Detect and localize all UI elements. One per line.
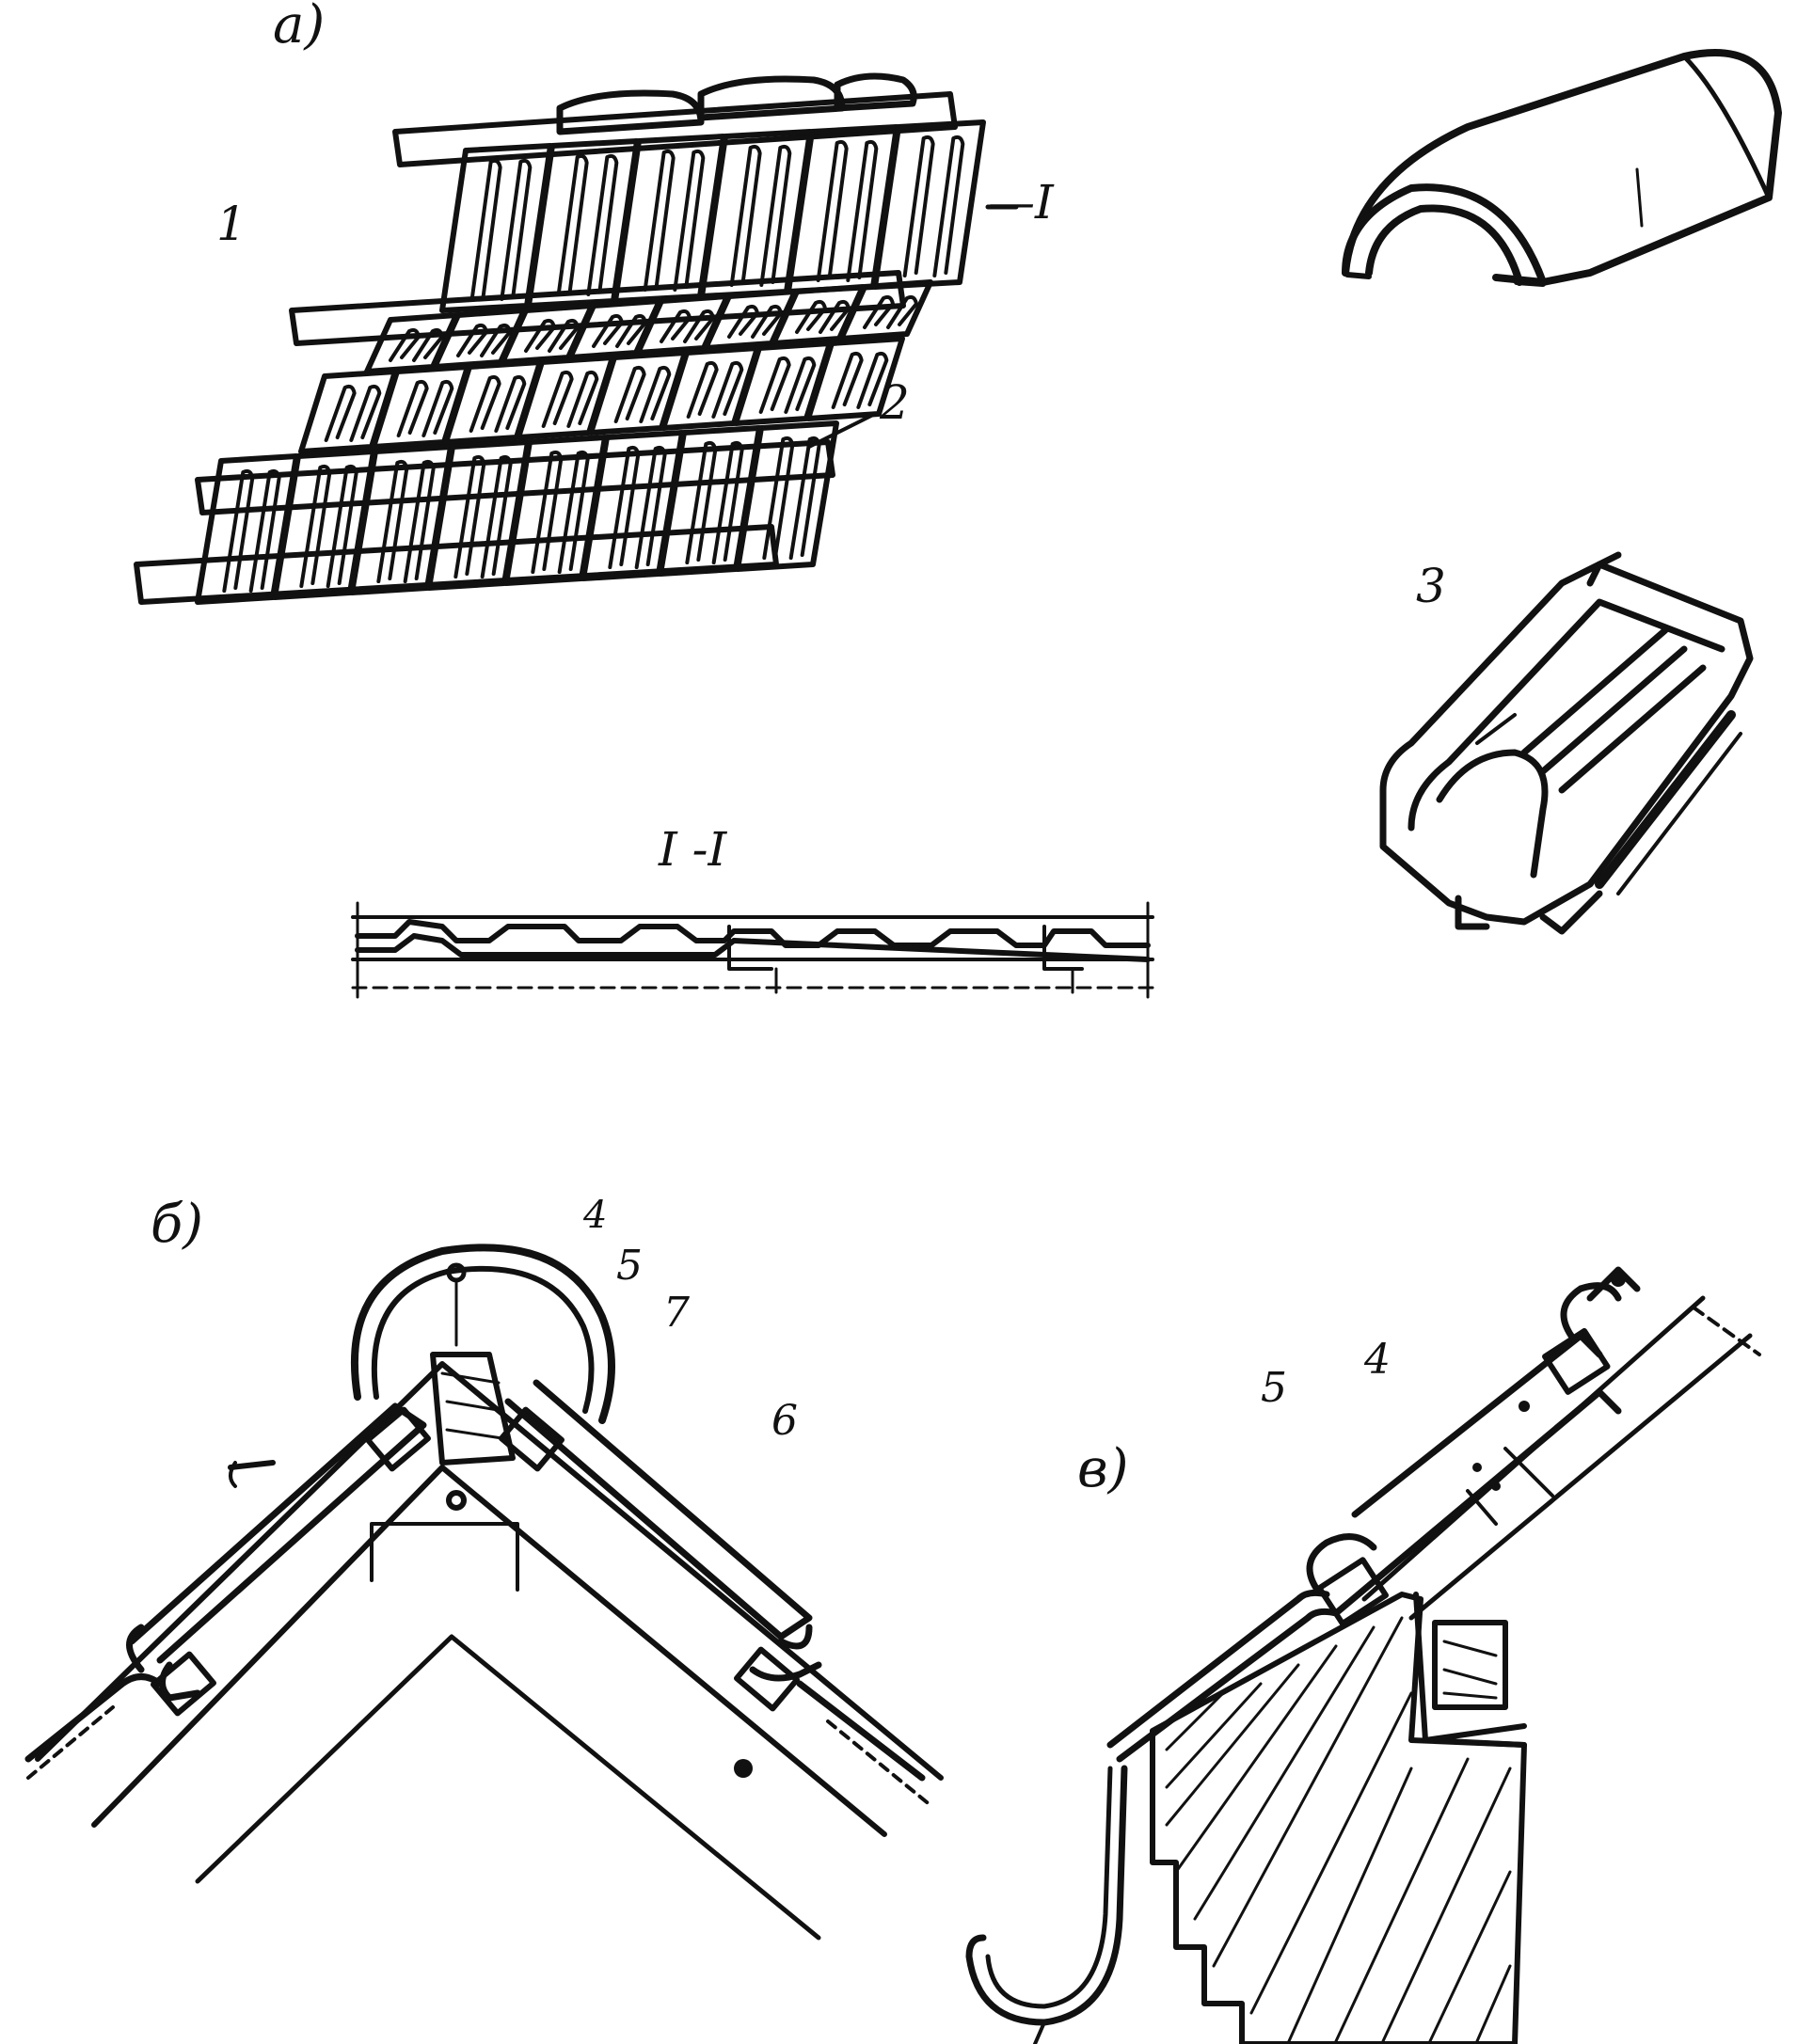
tile-groove bbox=[856, 351, 889, 409]
tile-groove bbox=[831, 351, 864, 409]
tile-groove bbox=[376, 459, 409, 583]
tile-groove bbox=[480, 454, 513, 578]
callout-2: 2 bbox=[879, 375, 910, 430]
tile-groove bbox=[556, 153, 589, 296]
tile-groove bbox=[643, 149, 676, 292]
tile-groove bbox=[615, 313, 647, 348]
callout-b-6: 6 bbox=[771, 1397, 798, 1445]
ridge-tile-detail bbox=[1342, 49, 1782, 287]
tile-groove bbox=[902, 135, 935, 277]
tile-groove bbox=[673, 149, 706, 292]
tile-groove bbox=[759, 144, 792, 287]
tile-groove bbox=[453, 454, 486, 578]
tile-groove bbox=[396, 379, 429, 437]
tile-groove bbox=[784, 356, 817, 414]
top-ridge-tiles bbox=[556, 72, 917, 135]
tile-groove bbox=[613, 365, 646, 423]
tile-groove bbox=[863, 294, 895, 329]
roof-tile bbox=[805, 336, 905, 421]
interlocking-tile-3 bbox=[1379, 551, 1754, 935]
tile-groove bbox=[389, 327, 421, 362]
section-label: I -I bbox=[658, 822, 728, 877]
tile-groove bbox=[711, 440, 744, 564]
tile-groove bbox=[403, 459, 436, 583]
tile-groove bbox=[222, 468, 255, 593]
tile-groove bbox=[608, 445, 641, 569]
tile-groove bbox=[299, 464, 332, 588]
section-I-I bbox=[351, 901, 1154, 999]
tile-groove bbox=[819, 299, 851, 334]
callout-b-7: 7 bbox=[663, 1289, 690, 1337]
tile-groove bbox=[469, 158, 502, 301]
tile-groove bbox=[886, 294, 918, 329]
tile-groove bbox=[846, 139, 879, 282]
tile-groove bbox=[932, 135, 965, 277]
tile-groove bbox=[788, 436, 821, 560]
tile-groove bbox=[349, 384, 382, 442]
tile-groove bbox=[686, 360, 719, 419]
tile-groove bbox=[639, 365, 672, 423]
tile-groove bbox=[480, 323, 512, 357]
tile-groove bbox=[326, 464, 358, 588]
tile-rows bbox=[195, 119, 986, 605]
tile-groove bbox=[634, 445, 667, 569]
hatch-lines bbox=[1165, 1616, 1512, 2043]
panel-b-ridge-section bbox=[24, 1244, 944, 1941]
panel-v-eave-section bbox=[965, 1266, 1761, 2044]
tile-groove bbox=[729, 144, 762, 287]
callout-b-4: 4 bbox=[582, 1194, 607, 1237]
tile-groove bbox=[524, 318, 556, 353]
callout-1: 1 bbox=[216, 197, 247, 251]
panel-label-b: б) bbox=[151, 1194, 203, 1255]
tile-groove bbox=[500, 158, 533, 301]
tile-groove bbox=[586, 153, 619, 296]
tile-groove bbox=[421, 379, 454, 437]
roof-tile bbox=[735, 420, 839, 572]
panel-a-tile-assembly bbox=[134, 72, 1019, 605]
callout-b-5: 5 bbox=[616, 1242, 643, 1290]
tile-groove bbox=[494, 374, 527, 433]
tile-groove bbox=[592, 313, 624, 348]
callout-v-5: 5 bbox=[1261, 1364, 1287, 1412]
callout-3: 3 bbox=[1416, 559, 1446, 613]
tile-groove bbox=[795, 299, 827, 334]
panel-label-a: а) bbox=[273, 0, 325, 55]
tile-groove bbox=[816, 139, 849, 282]
tile-groove bbox=[762, 436, 795, 560]
roof-tile bbox=[838, 279, 933, 341]
tile-groove bbox=[566, 370, 599, 428]
tile-groove bbox=[685, 440, 718, 564]
tile-groove bbox=[548, 318, 580, 353]
panel-label-v: в) bbox=[1077, 1438, 1128, 1499]
tile-groove bbox=[660, 309, 692, 343]
tile-groove bbox=[324, 384, 357, 442]
tile-groove bbox=[456, 323, 488, 357]
callout-v-4: 4 bbox=[1363, 1336, 1391, 1384]
tile-groove bbox=[727, 304, 759, 339]
tile-groove bbox=[248, 468, 281, 593]
tile-groove bbox=[758, 356, 791, 414]
tile-groove bbox=[683, 309, 715, 343]
tile-groove bbox=[557, 450, 590, 574]
tile-groove bbox=[469, 374, 501, 433]
tile-groove bbox=[751, 304, 783, 339]
tile-groove bbox=[541, 370, 574, 428]
callout-I: —I bbox=[988, 175, 1055, 230]
tile-groove bbox=[412, 327, 444, 362]
tile-groove bbox=[531, 450, 564, 574]
leader-line-2 bbox=[807, 412, 877, 449]
tile-groove bbox=[711, 360, 744, 419]
